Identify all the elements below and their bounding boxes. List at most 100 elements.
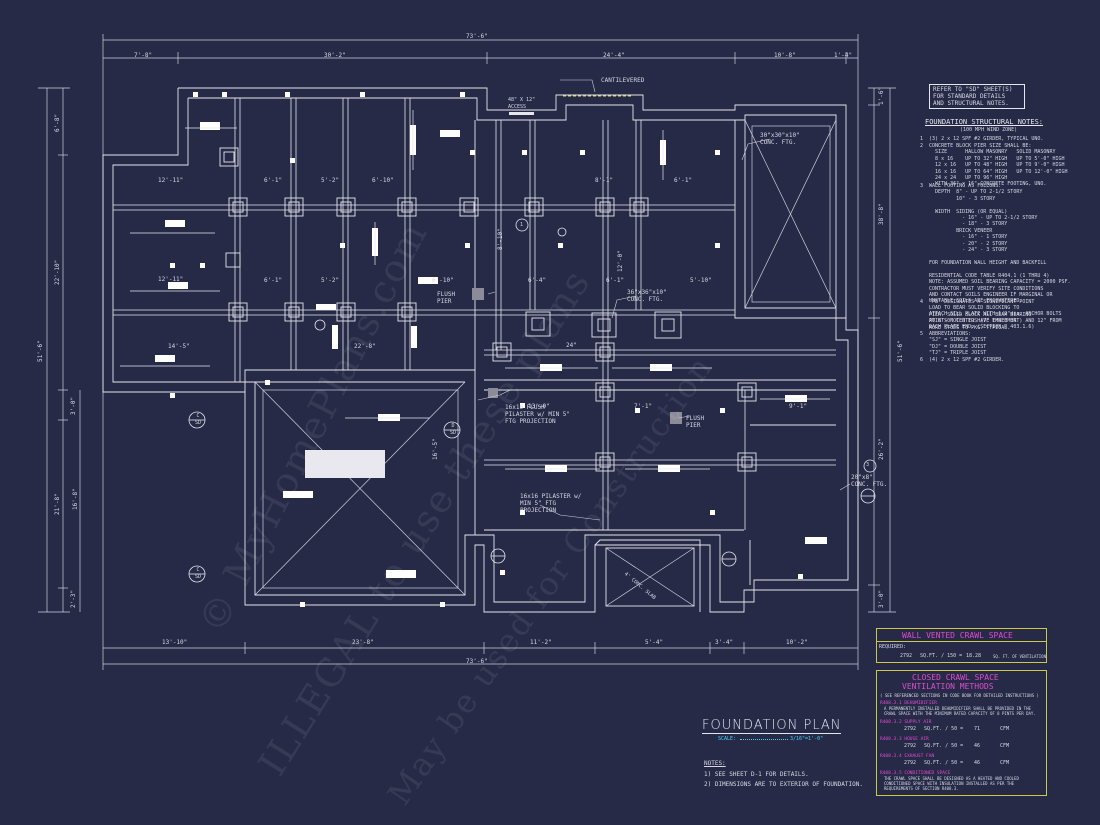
method-2-unit: SQ.FT. / 50 = — [924, 726, 964, 732]
right-total-dim: 51'-6" — [897, 340, 904, 362]
inner-dim-16: 13'-0" — [528, 403, 550, 410]
scale-value: 3/16"=1'-0" — [790, 736, 824, 742]
leader-lines — [477, 79, 851, 521]
wall-vented-title: WALL VENTED CRAWL SPACE — [902, 631, 1013, 640]
inner-dim-14: 5'-10" — [690, 277, 712, 284]
inner-dim-2: 12'-11" — [158, 276, 184, 283]
inner-dim-1: 12'-11" — [158, 177, 184, 184]
structural-notes-title: FOUNDATION STRUCTURAL NOTES: — [925, 118, 1044, 126]
inner-dim-19: 24" — [566, 342, 577, 349]
left-dim-5: 2'-3" — [70, 589, 77, 608]
top-dim-5: 1'-4" — [834, 52, 853, 59]
inner-dim-7: 8'-1" — [595, 177, 614, 184]
cantilevered-label: CANTILEVERED — [601, 77, 645, 84]
closed-crawl-title-2: VENTILATION METHODS — [902, 682, 994, 691]
method-2-title: R408.3.2 SUPPLY AIR — [880, 720, 932, 725]
method-2-cfm: CFM — [1000, 726, 1010, 732]
flush-piers — [472, 288, 682, 424]
footing-30-label: 30"x30"x10" CONC. FTG. — [760, 132, 800, 146]
method-2-sqft: 2792 — [904, 726, 917, 732]
bottom-dim-5: 3'-4" — [715, 639, 734, 646]
method-3-cfm: CFM — [1000, 743, 1010, 749]
inner-dim-22: 16'-5" — [432, 438, 439, 460]
note-1: 1) SEE SHEET D-1 FOR DETAILS. — [704, 771, 809, 778]
method-2-val: 71 — [974, 726, 981, 732]
left-dim-3: 3'-0" — [70, 396, 77, 415]
plan-title: FOUNDATION PLAN — [702, 718, 842, 734]
method-3-unit: SQ.FT. / 50 = — [924, 743, 964, 749]
inner-dim-11: 6'-10" — [432, 277, 454, 284]
footing-36-label: 36"x36"x10" CONC. FTG. — [627, 289, 667, 303]
method-5-title: R408.3.5 CONDITIONED SPACE — [880, 771, 951, 776]
inner-dim-13: 6'-1" — [606, 277, 625, 284]
closed-crawl-note: ( SEE REFERENCED SECTIONS IN CODE BOOK F… — [880, 693, 1039, 698]
pilaster-label-2: 16x16 PILASTER w/ MIN 5" FTG PROJECTION — [520, 493, 582, 514]
sheet-note-line-1: REFER TO "SD" SHEET(S) — [933, 86, 1013, 93]
piers — [219, 147, 757, 472]
method-3-val: 46 — [974, 743, 981, 749]
inner-dim-12: 6'-4" — [528, 277, 547, 284]
closed-crawl-box — [876, 670, 1047, 796]
left-dim-4: 21'-8" — [54, 493, 61, 515]
bottom-dim-6: 10'-2" — [786, 639, 808, 646]
method-4-title: R408.3.4 EXHAUST FAN — [880, 754, 935, 759]
section-c-sd-2: C SD — [194, 567, 202, 580]
section-c-sd-1: C SD — [194, 413, 202, 426]
inner-dim-4: 6'-1" — [264, 177, 283, 184]
inner-dim-6: 6'-10" — [372, 177, 394, 184]
closed-crawl-title-1: CLOSED CRAWL SPACE — [912, 673, 999, 682]
structural-note-1: 1 (3) 2 x 12 SPF #2 GIRDER, TYPICAL UNO. — [920, 136, 1044, 142]
right-dim-3: 26'-2" — [878, 438, 885, 460]
method-1-text: A PERMANENTLY INSTALLED DEHUMIDIFIER SHA… — [884, 706, 1036, 716]
right-dim-2: 38'-8" — [878, 203, 885, 225]
right-dim-1: 1'-6" — [878, 86, 885, 105]
inner-dim-15: 22'-8" — [354, 343, 376, 350]
inner-dim-9: 6'-1" — [264, 277, 283, 284]
inner-dim-18: 7'-1" — [634, 403, 653, 410]
small-marks — [170, 92, 803, 607]
scale-leader — [740, 739, 788, 740]
inner-dim-8: 6'-1" — [674, 177, 693, 184]
inner-dim-3: 14'-5" — [168, 343, 190, 350]
sheet-reference-box — [929, 84, 1025, 109]
wall-vented-result: 18.28 — [966, 653, 982, 659]
structural-notes-subtitle: (100 MPH WIND ZONE) — [960, 127, 1018, 133]
structural-note-3: 3 WALL FOOTING AS FOLLOWS: DEPTH 8" - UP… — [920, 183, 1071, 330]
structural-note-4: 4 "PB" DESIGNATES A SIGNIFICANT POINT LO… — [920, 299, 1035, 331]
wall-vented-unit2: SQ. FT. OF VENTILATION — [993, 654, 1046, 659]
inner-dim-20: 8'-10" — [497, 228, 504, 250]
wall-vented-sqft: 2792 — [900, 653, 913, 659]
sheet-note-line-3: AND STRUCTURAL NOTES. — [933, 100, 1009, 107]
flush-pier-label-2: FLUSH PIER — [686, 415, 705, 429]
top-dim-1: 7'-8" — [134, 52, 153, 59]
method-4-unit: SQ.FT. / 50 = — [924, 760, 964, 766]
bottom-dim-4: 5'-4" — [645, 639, 664, 646]
left-dim-2: 22'-10" — [54, 259, 61, 285]
top-dim-4: 10'-8" — [774, 52, 796, 59]
section-1: 1 — [520, 222, 524, 228]
access-marker — [509, 95, 633, 115]
method-5-text: THE CRAWL SPACE SHALL BE DESIGNED AS A H… — [884, 776, 1019, 791]
method-1-title: R408.3.1 DEHUMIDIFIER — [880, 701, 937, 706]
top-total-dim: 73'-6" — [466, 33, 488, 40]
method-3-title: R408.3.3 HOUSE AIR — [880, 737, 929, 742]
structural-note-6: 6 (4) 2 x 12 SPF #2 GIRDER. — [920, 357, 1005, 363]
structural-note-5: 5 ABBREVIATIONS: "SJ" = SINGLE JOIST "DJ… — [920, 331, 987, 357]
wall-vented-divider — [876, 641, 1046, 642]
section-d-sd: D SD — [449, 423, 457, 436]
span-arrows — [120, 110, 830, 470]
access-label: 48" X 12" ACCESS — [508, 97, 536, 110]
inner-dim-21: 12'-0" — [617, 250, 624, 272]
foundation-walls — [102, 87, 859, 613]
note-2: 2) DIMENSIONS ARE TO EXTERIOR OF FOUNDAT… — [704, 781, 863, 788]
method-4-cfm: CFM — [1000, 760, 1010, 766]
pilaster-label-1: 16x16 FLUSH PILASTER w/ MIN 5" FTG PROJE… — [505, 404, 571, 425]
crawl-x-markers — [254, 119, 837, 607]
girders — [113, 98, 836, 530]
left-dim-1: 6'-8" — [54, 113, 61, 132]
structural-note-2: 2 CONCRETE BLOCK PIER SIZE SHALL BE: SIZ… — [920, 143, 1068, 188]
wall-vented-unit1: SQ.FT. / 150 = — [920, 653, 963, 659]
top-dim-2: 30'-2" — [324, 52, 346, 59]
bottom-dim-3: 11'-2" — [530, 639, 552, 646]
